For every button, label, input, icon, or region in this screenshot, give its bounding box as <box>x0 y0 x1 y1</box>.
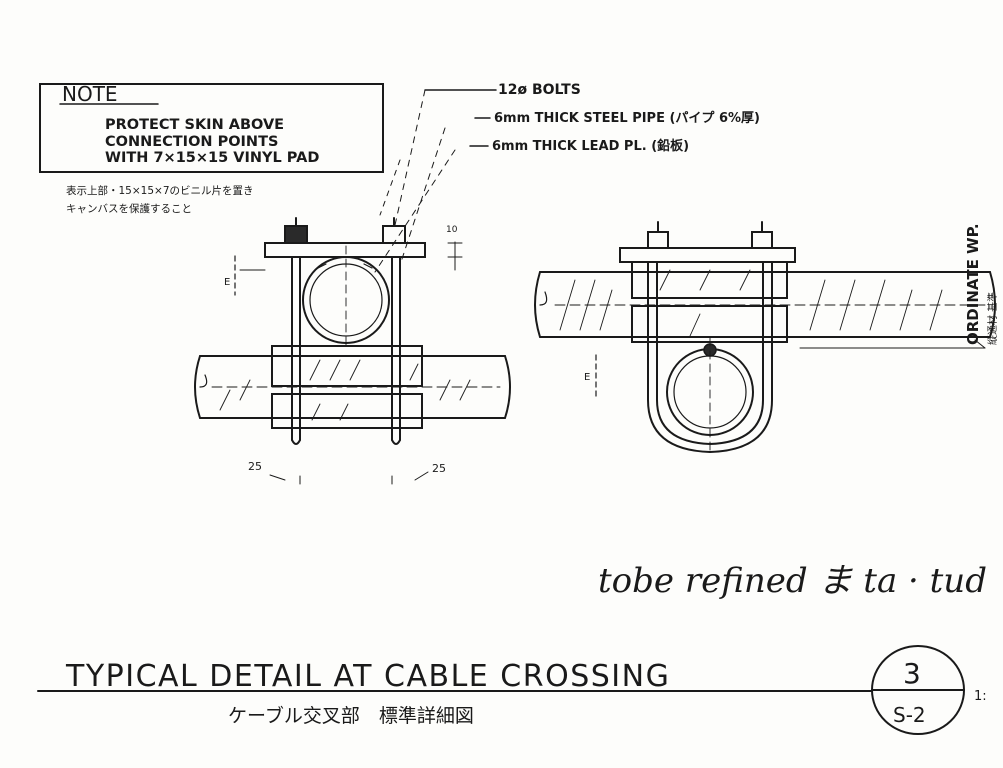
dim-25-left: 25 <box>248 460 262 473</box>
lead-plate-callout: 6mm THICK LEAD PL. (鉛板) <box>492 138 689 154</box>
right-clamp-lower <box>631 305 788 343</box>
note-jp-1: 表示上部・15×15×7のビニル片を置き <box>66 184 254 197</box>
dim-25-right: 25 <box>432 462 446 475</box>
right-top-plate <box>619 247 796 263</box>
ordinate-wp-label: ORDINATE WP. <box>964 223 982 345</box>
handwritten-annotation: tobe refined ま ta · tud <box>598 561 987 601</box>
sheet-number: S-2 <box>893 703 926 727</box>
drawing-title: TYPICAL DETAIL AT CABLE CROSSING <box>65 659 670 694</box>
centerline-mark-left: E <box>224 277 230 288</box>
note-leader-dashed <box>379 159 401 216</box>
note-jp-2: キャンバスを保護すること <box>66 202 192 215</box>
steel-pipe-callout: 6mm THICK STEEL PIPE (パイプ 6%厚) <box>494 110 760 126</box>
lead-leader-dashed <box>374 149 456 273</box>
left-clamp-lower <box>271 393 423 429</box>
right-clamp-upper <box>631 261 788 299</box>
bolts-callout: 12ø BOLTS <box>498 82 581 98</box>
left-clamp-upper <box>271 345 423 387</box>
pipe-leader-dashed <box>399 127 446 266</box>
note-line-3: WITH 7×15×15 VINYL PAD <box>105 150 319 166</box>
detail-number: 3 <box>903 657 921 690</box>
centerline-mark-right: E <box>584 372 590 383</box>
scale-fragment: 1: <box>974 689 987 704</box>
right-detail <box>534 221 996 454</box>
right-u-strap <box>647 261 773 454</box>
left-bolt-head-1 <box>284 225 308 244</box>
dim-10: 10 <box>446 225 458 235</box>
left-top-plate <box>264 242 426 258</box>
bolts-leader-dashed <box>394 89 426 226</box>
note-title: NOTE <box>62 82 118 106</box>
ordinate-wp-jp: 縦通材 基準 <box>986 292 999 345</box>
right-bolt-head-1 <box>647 231 669 249</box>
note-box <box>39 83 384 173</box>
left-detail <box>194 217 511 485</box>
note-line-1: PROTECT SKIN ABOVE <box>105 117 284 133</box>
note-line-2: CONNECTION POINTS <box>105 134 278 150</box>
drawing-title-jp: ケーブル交叉部 標準詳細図 <box>228 704 474 727</box>
left-bolt-head-2 <box>382 225 406 244</box>
right-bolt-head-2 <box>751 231 773 249</box>
